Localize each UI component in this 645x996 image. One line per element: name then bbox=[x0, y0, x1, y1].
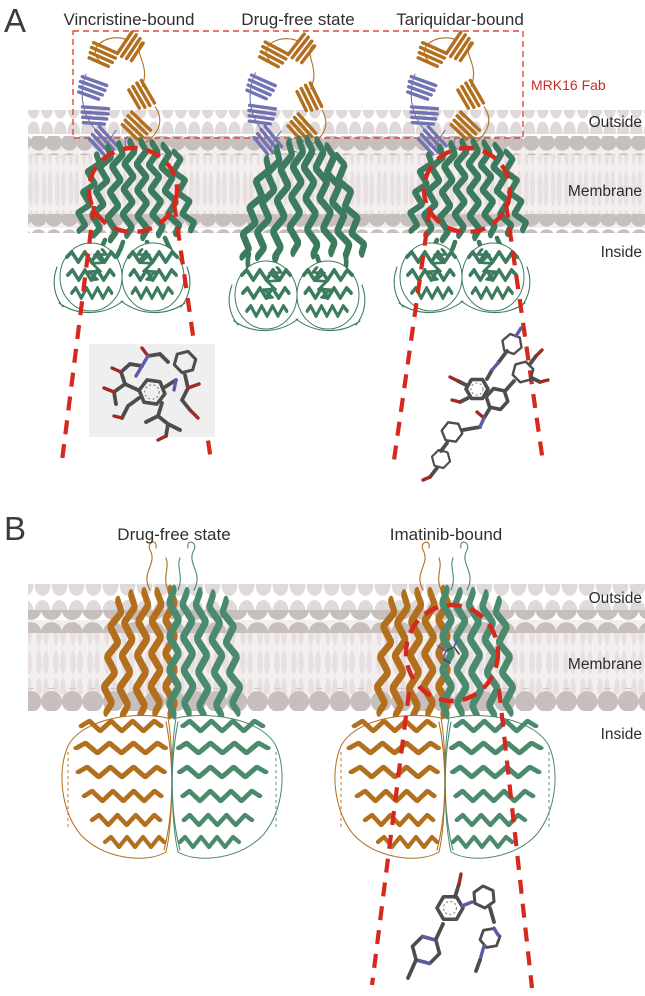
tariquidar-molecule bbox=[421, 326, 550, 482]
imatinib-molecule bbox=[406, 872, 502, 980]
binding-site-circle-imatinib bbox=[403, 602, 501, 704]
panel-b: B Drug-free state Imatinib-bound Outside… bbox=[4, 510, 645, 989]
zoom-cone-tariquidar-right bbox=[503, 203, 546, 463]
label-inside-b: Inside bbox=[601, 726, 642, 743]
zoom-cone-imatinib-left bbox=[369, 691, 412, 986]
structure-imatinib-bound bbox=[335, 541, 555, 858]
zoom-cone-imatinib-right bbox=[496, 688, 535, 989]
panel-a: A Vincristine-bound Drug-free state Tari… bbox=[4, 2, 645, 482]
binding-site-circle-vincristine bbox=[86, 145, 180, 235]
vincristine-molecule bbox=[89, 344, 215, 442]
label-outside-b: Outside bbox=[589, 590, 642, 607]
label-outside-a: Outside bbox=[589, 114, 642, 131]
zoom-cone-tariquidar-left bbox=[391, 207, 433, 461]
panel-a-letter: A bbox=[4, 2, 26, 39]
label-membrane-a: Membrane bbox=[568, 183, 642, 200]
title-drug-free-b: Drug-free state bbox=[117, 525, 230, 544]
imatinib-molecule-in-site bbox=[437, 639, 460, 664]
title-tariquidar-bound: Tariquidar-bound bbox=[396, 10, 524, 29]
title-drug-free-a: Drug-free state bbox=[241, 10, 354, 29]
title-imatinib-bound: Imatinib-bound bbox=[390, 525, 502, 544]
title-vincristine-bound: Vincristine-bound bbox=[63, 10, 194, 29]
mrk16-fab-label: MRK16 Fab bbox=[531, 77, 606, 93]
binding-site-circle-tariquidar bbox=[421, 145, 513, 235]
panel-b-letter: B bbox=[4, 510, 26, 547]
label-inside-a: Inside bbox=[601, 244, 642, 261]
zoom-cone-vincristine-left bbox=[59, 205, 97, 462]
label-membrane-b: Membrane bbox=[568, 656, 642, 673]
